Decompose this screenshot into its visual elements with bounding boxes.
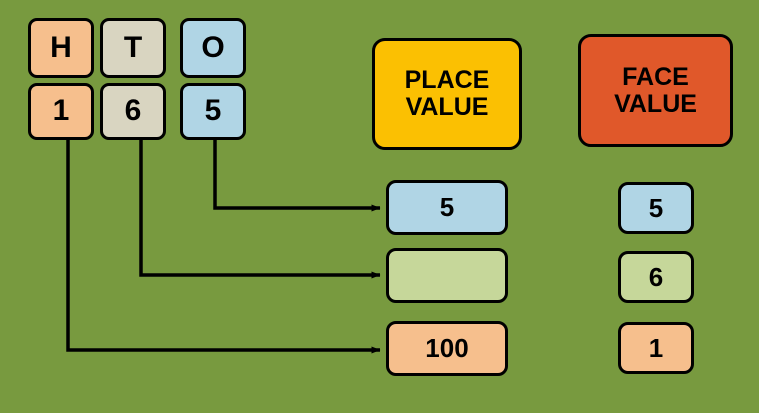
place-value-box-1-label: 5 [439, 192, 455, 223]
place-header-tens-label: T [123, 30, 143, 64]
face-value-title-line2: VALUE [614, 89, 697, 118]
place-value-title-line1: PLACE [404, 66, 490, 94]
connector-ones-to-place-value-1 [213, 140, 381, 212]
place-value-box-1: 5 [386, 180, 508, 235]
place-header-hundreds-label: H [50, 30, 72, 64]
place-value-title-line2: VALUE [405, 93, 489, 121]
digit-tens: 6 [100, 83, 166, 140]
place-value-box-2-blank[interactable] [386, 248, 508, 303]
digit-hundreds: 1 [28, 83, 94, 140]
digit-hundreds-label: 1 [52, 94, 70, 128]
connector-hundreds-to-place-value-3 [66, 140, 381, 354]
place-value-box-3: 100 [386, 321, 508, 376]
digit-tens-label: 6 [124, 94, 142, 128]
digit-ones: 5 [180, 83, 246, 140]
face-value-box-2-label: 6 [648, 261, 664, 292]
connector-tens-to-place-value-2 [139, 140, 381, 279]
face-value-title: FACE VALUE [578, 34, 733, 147]
digit-ones-label: 5 [204, 94, 222, 128]
place-value-box-3-label: 100 [425, 333, 469, 364]
place-header-ones-label: O [201, 30, 225, 64]
face-value-box-1: 5 [618, 182, 694, 234]
face-value-box-3: 1 [618, 322, 694, 374]
face-value-title-line1: FACE [622, 62, 689, 91]
face-value-box-1-label: 5 [648, 192, 664, 223]
face-value-box-3-label: 1 [648, 332, 664, 363]
place-header-tens: T [100, 18, 166, 78]
place-value-title: PLACE VALUE [372, 38, 522, 150]
place-header-hundreds: H [28, 18, 94, 78]
face-value-box-2: 6 [618, 251, 694, 303]
place-header-ones: O [180, 18, 246, 78]
